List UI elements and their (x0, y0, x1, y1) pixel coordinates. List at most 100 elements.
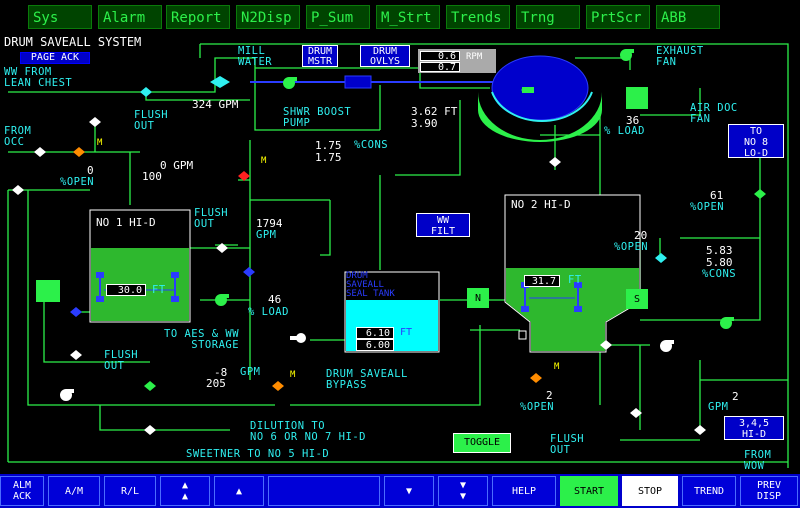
stop-button[interactable]: STOP (622, 476, 678, 506)
drum-mstr-button[interactable]: DRUM MSTR (302, 45, 338, 67)
gpm-2-label: GPM (708, 401, 729, 413)
open-61-value: 61 (710, 189, 724, 202)
menu-p-sum[interactable]: P_Sum (306, 5, 370, 29)
flush-out-label-4: FLUSH OUT (550, 433, 585, 456)
start-button[interactable]: START (560, 476, 618, 506)
white-pump-icons[interactable] (60, 333, 674, 401)
cons-unit-2: %CONS (702, 268, 737, 280)
flow-1794-value: 1794 (256, 217, 283, 230)
rpm-value: 0.7 (420, 62, 460, 73)
menu-abb[interactable]: ABB (656, 5, 720, 29)
seal-tank-label: DRUM SAVEALL SEAL TANK (346, 271, 395, 299)
rpm-unit: RPM (466, 52, 483, 62)
menu-report[interactable]: Report (166, 5, 230, 29)
flush-out-label-2: FLUSH OUT (194, 207, 229, 230)
menu-trends[interactable]: Trends (446, 5, 510, 29)
exhaust-fan-label: EXHAUST FAN (656, 45, 704, 68)
manual-indicator-3: M (290, 370, 296, 380)
fast-lower-button[interactable]: ▼ ▼ (438, 476, 488, 506)
open-2-label: %OPEN (520, 401, 555, 413)
gpm-2-value: 2 (732, 390, 739, 403)
occ-open-label: %OPEN (60, 176, 95, 188)
bottom-control-bar: ALM ACK A/M R/L ▲ ▲ ▲ ▼ ▼ ▼ HELP START S… (0, 474, 800, 508)
open-20-label: %OPEN (614, 241, 649, 253)
fast-raise-button[interactable]: ▲ ▲ (160, 476, 210, 506)
bypass-gpm-label: GPM (240, 366, 261, 378)
from-occ-label: FROM OCC (4, 125, 32, 148)
air-doc-fan-label: AIR DOC FAN (690, 102, 738, 125)
no2-hid-level: 31.7 (524, 275, 560, 287)
occ-gpm-value: 100 (142, 170, 162, 183)
no2-hid-level-unit: FT (568, 274, 582, 286)
to-no8-lod-button[interactable]: TO NO 8 LO-D (728, 124, 784, 159)
top-menu-bar: Sys Alarm Report N2Disp P_Sum M_Strt Tre… (0, 0, 800, 34)
mill-water-valve-block[interactable] (344, 75, 372, 89)
no1-hid-level: 30.0 (106, 284, 146, 296)
shwr-level-sp: 3.90 (411, 117, 438, 130)
seal-tank-level-a: 6.10 (356, 327, 394, 339)
to-aes-label: TO AES & WW STORAGE (164, 328, 240, 351)
blank-button[interactable] (268, 476, 380, 506)
dilution-label: DILUTION TO NO 6 OR NO 7 HI-D (250, 420, 366, 443)
menu-n2disp[interactable]: N2Disp (236, 5, 300, 29)
trend-button[interactable]: TREND (682, 476, 736, 506)
air-doc-load-label: % LOAD (604, 125, 645, 137)
drum-ovlys-button[interactable]: DRUM OVLYS (360, 45, 410, 67)
menu-m-strt[interactable]: M_Strt (376, 5, 440, 29)
shwr-level-pv: 3.62 FT (411, 105, 458, 118)
sweetner-label: SWEETNER TO NO 5 HI-D (186, 448, 330, 460)
manual-indicator-4: M (554, 362, 560, 372)
manual-indicator-2: M (261, 156, 267, 166)
help-button[interactable]: HELP (492, 476, 556, 506)
cons-580-value: 5.80 (706, 256, 733, 269)
flush-out-label-3: FLUSH OUT (104, 349, 139, 372)
saveall-drum (478, 55, 602, 142)
shwr-boost-pump-label: SHWR BOOST PUMP (283, 106, 352, 129)
toggle-button[interactable]: TOGGLE (453, 433, 511, 453)
manual-indicator: M (97, 138, 103, 148)
ww-filt-button[interactable]: WW FILT (416, 213, 470, 237)
south-agitator-button[interactable]: S (626, 289, 648, 309)
menu-prtscr[interactable]: PrtScr (586, 5, 650, 29)
bypass-gpm-value: -8 (214, 366, 228, 379)
north-agitator-button[interactable]: N (467, 288, 489, 308)
rpm-setpoint: 0.6 (420, 51, 460, 62)
prev-disp-button[interactable]: PREV DISP (740, 476, 798, 506)
open-2-value: 2 (546, 389, 553, 402)
load-46-value: 46 (268, 293, 282, 306)
seal-tank-level-b: 6.00 (356, 339, 394, 351)
hid-345-button[interactable]: 3,4,5 HI-D (724, 416, 784, 440)
seal-tank-level-unit: FT (400, 327, 413, 338)
from-wow-label: FROM WOW (744, 449, 772, 472)
remote-local-button[interactable]: R/L (104, 476, 156, 506)
flow-1794-unit: GPM (256, 229, 277, 241)
raise-button[interactable]: ▲ (214, 476, 264, 506)
menu-sys[interactable]: Sys (28, 5, 92, 29)
valve-icons[interactable] (12, 76, 766, 435)
alm-ack-button[interactable]: ALM ACK (0, 476, 44, 506)
air-doc-fan-indicator[interactable] (626, 87, 648, 109)
occ-gpm-label: 0 GPM (160, 159, 194, 172)
flow-324-gpm: 324 GPM (192, 98, 239, 111)
cons-583-value: 5.83 (706, 244, 733, 257)
load-46-label: % LOAD (248, 306, 289, 318)
auto-manual-button[interactable]: A/M (48, 476, 100, 506)
menu-alarm[interactable]: Alarm (98, 5, 162, 29)
no2-hid-tank (504, 194, 641, 353)
air-doc-load-value: 36 (626, 114, 640, 127)
mill-water-label: MILL WATER (238, 45, 273, 68)
page-ack-button[interactable]: PAGE ACK (20, 52, 90, 64)
open-61-label: %OPEN (690, 201, 725, 213)
menu-trng[interactable]: Trng (516, 5, 580, 29)
open-20-value: 20 (634, 229, 648, 242)
pump-icons[interactable] (215, 49, 734, 329)
cons-sp: 1.75 (315, 139, 342, 152)
no1-hid-label: NO 1 HI-D (96, 216, 156, 229)
lower-button[interactable]: ▼ (384, 476, 434, 506)
hid1-agitator-indicator[interactable] (36, 280, 60, 302)
cons-pv: 1.75 (315, 151, 342, 164)
bypass-label: DRUM SAVEALL BYPASS (326, 368, 408, 391)
ww-from-label: WW FROM LEAN CHEST (4, 66, 73, 89)
cons-unit-1: %CONS (354, 139, 389, 151)
